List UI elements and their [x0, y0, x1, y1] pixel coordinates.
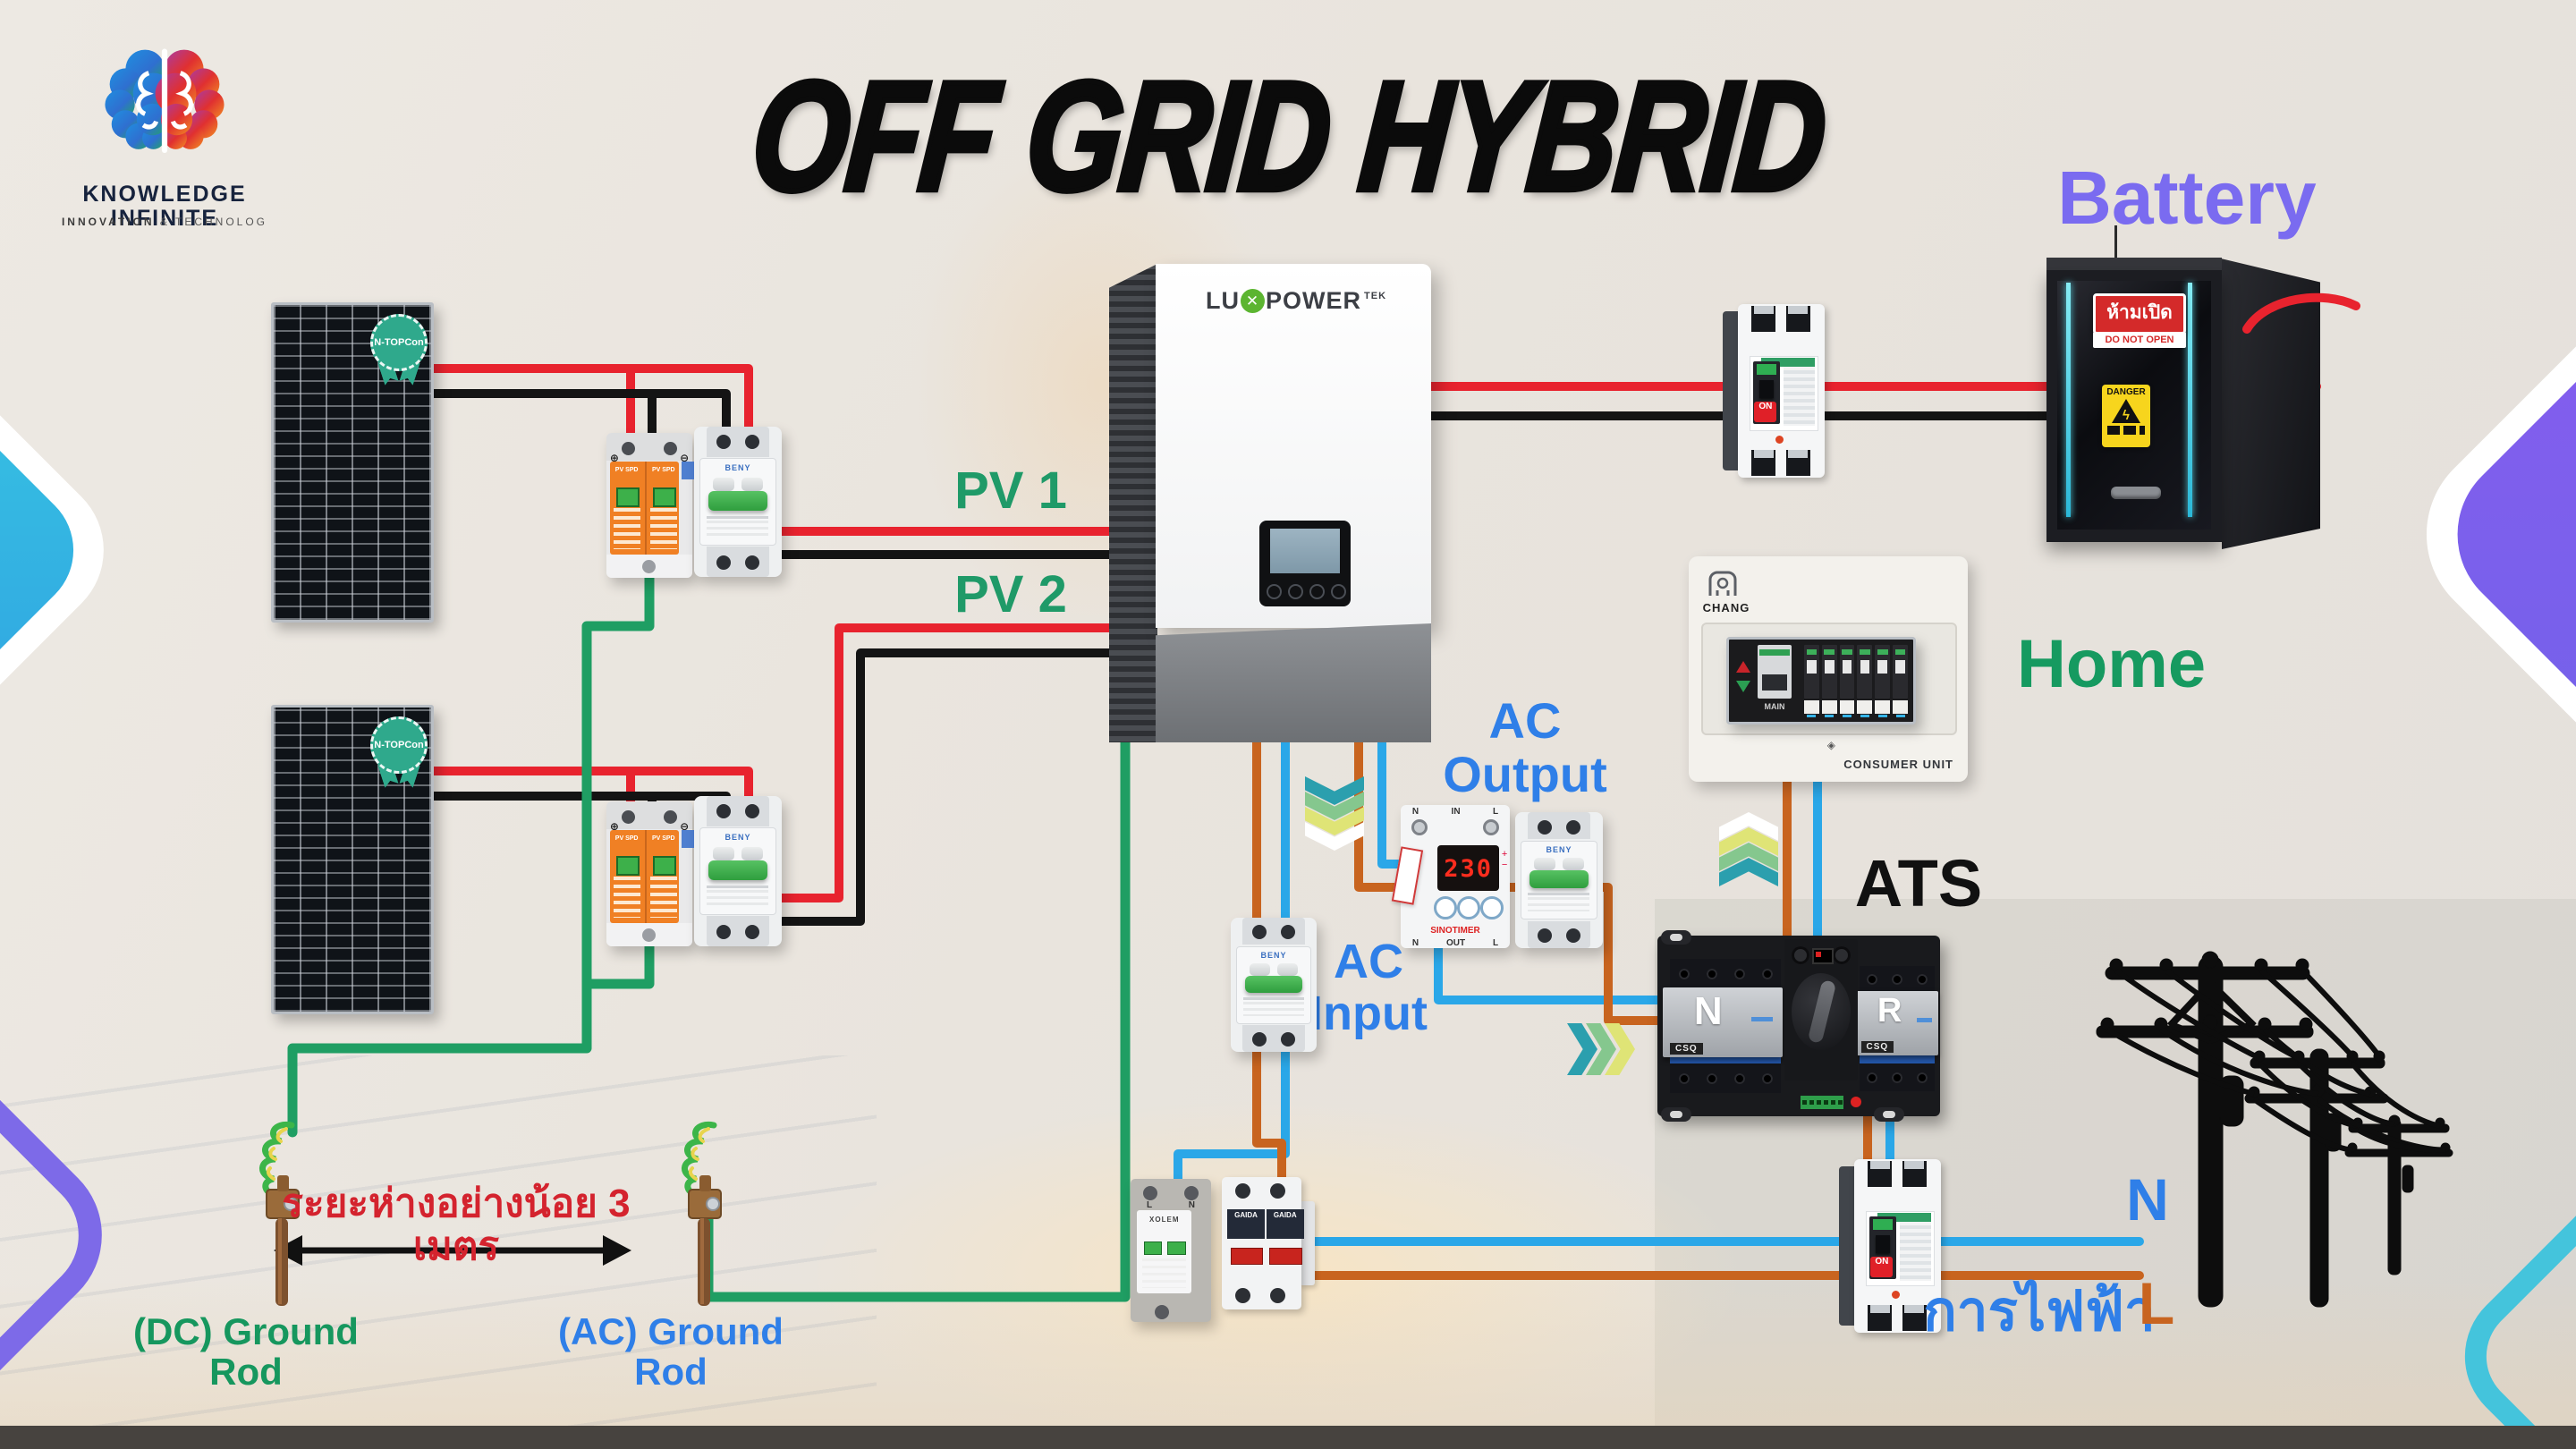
down-triangle-icon [1736, 681, 1750, 692]
utility-poles-icon [2096, 951, 2453, 1308]
ac-output-breaker: BENY [1515, 812, 1603, 948]
ats-label: ATS [1854, 846, 1983, 920]
home-label: Home [2017, 626, 2207, 702]
led-strip-icon [2188, 283, 2192, 517]
chevron-down-icon [1305, 776, 1364, 853]
grid-breaker-mccb: ON [1839, 1159, 1941, 1333]
dc-surge-protector-2: ⊕⊖ PV SPD PV SPD [606, 801, 694, 946]
dc-surge-protector-1: ⊕⊖ PV SPD PV SPD [606, 433, 694, 578]
inverter-screen [1270, 529, 1340, 573]
line-label: L [2138, 1270, 2175, 1336]
pv1-label: PV 1 [954, 462, 1067, 520]
ats-terminal-strip [1801, 1096, 1843, 1109]
brand-brain-icon [105, 48, 225, 154]
dc-ground-rod-icon [259, 1121, 300, 1306]
luxpower-x-icon: ✕ [1241, 289, 1265, 313]
ntopcon-badge-icon: N-TOPCon [370, 314, 428, 371]
diamond-mark-icon: ◈ [1826, 739, 1835, 751]
do-not-open-sign-en: DO NOT OPEN [2093, 332, 2186, 348]
chevron-up-icon [1719, 812, 1778, 889]
ntopcon-badge-icon: N-TOPCon [370, 716, 428, 774]
ats-red-button [1851, 1097, 1861, 1107]
grid-utility-label: การไฟฟ้า [1923, 1281, 2156, 1343]
consumer-unit: CHANG MAIN ◈ CONSUMER UNIT [1689, 556, 1968, 782]
consumer-unit-label: CONSUMER UNIT [1843, 758, 1953, 771]
led-strip-icon [2066, 283, 2071, 517]
branch-breakers [1804, 645, 1908, 699]
brand-tagline: INNOVATION & TECHNOLOG [47, 216, 283, 228]
ac-ground-rod-label: (AC) Ground Rod [558, 1310, 784, 1394]
ats-knob-icon [1792, 973, 1851, 1050]
chang-elephant-icon [1708, 571, 1737, 596]
battery-breaker-mccb: ON [1723, 304, 1825, 478]
distance-note: ระยะห่างอย่างน้อย 3 เมตร [282, 1182, 631, 1268]
pv2-label: PV 2 [954, 565, 1067, 623]
ats-switch-icon [1812, 948, 1834, 964]
fuse-holders: GAIDA GAIDA [1222, 1177, 1315, 1309]
danger-sticker: DANGER ϟ [2102, 385, 2150, 447]
solar-panel-1: N-TOPCon [271, 302, 434, 623]
ats-r-cover: R CSQ [1856, 991, 1938, 1055]
bottom-dark-band [0, 1426, 2576, 1449]
ats-n-cover: N CSQ [1663, 987, 1783, 1057]
chevron-right-icon [1567, 1023, 1635, 1075]
ats-rotary-module [1784, 939, 1858, 1080]
cabinet-antenna [2114, 225, 2117, 259]
main-label: MAIN [1764, 702, 1785, 711]
ac-ground-rod-icon [682, 1121, 722, 1306]
cabinet-handle [2111, 487, 2161, 499]
brand-tagline-strong: INNOVATION [61, 216, 155, 228]
battery-cabinet: ห้ามเปิด DO NOT OPEN DANGER ϟ [2046, 225, 2320, 549]
brand-tagline-light: & TECHNOLOG [159, 216, 268, 228]
protector-buttons [1433, 896, 1504, 920]
main-breaker [1758, 645, 1792, 699]
neutral-label: N [2126, 1166, 2169, 1233]
voltage-display: 230+− [1437, 844, 1507, 891]
solar-panel-2: N-TOPCon [271, 705, 434, 1014]
up-triangle-icon [1736, 661, 1750, 673]
inverter-heatsink [1109, 264, 1157, 742]
ats-transfer-switch: N CSQ R CSQ [1657, 930, 1940, 1122]
brand-name: KNOWLEDGE INFINITE [82, 182, 247, 231]
do-not-open-sign-thai: ห้ามเปิด [2093, 293, 2186, 335]
consumer-brand: CHANG [1702, 601, 1750, 614]
battery-cable-loop [2242, 292, 2360, 334]
battery-label: Battery [2057, 156, 2317, 240]
page-title: OFF GRID HYBRID [742, 47, 1833, 226]
ac-input-label: AC Input [1309, 935, 1428, 1041]
inverter-lcd-panel [1259, 521, 1351, 606]
ac-input-breaker: BENY [1231, 918, 1317, 1052]
pv-breaker-2: BENY [694, 796, 782, 946]
hazard-triangle-icon: ϟ [2112, 399, 2140, 423]
pv-breaker-1: BENY [694, 427, 782, 577]
dc-ground-rod-label: (DC) Ground Rod [133, 1310, 359, 1394]
ac-output-label: AC Output [1443, 692, 1607, 803]
circuit-labels [1804, 700, 1908, 717]
inverter-base [1156, 623, 1431, 742]
